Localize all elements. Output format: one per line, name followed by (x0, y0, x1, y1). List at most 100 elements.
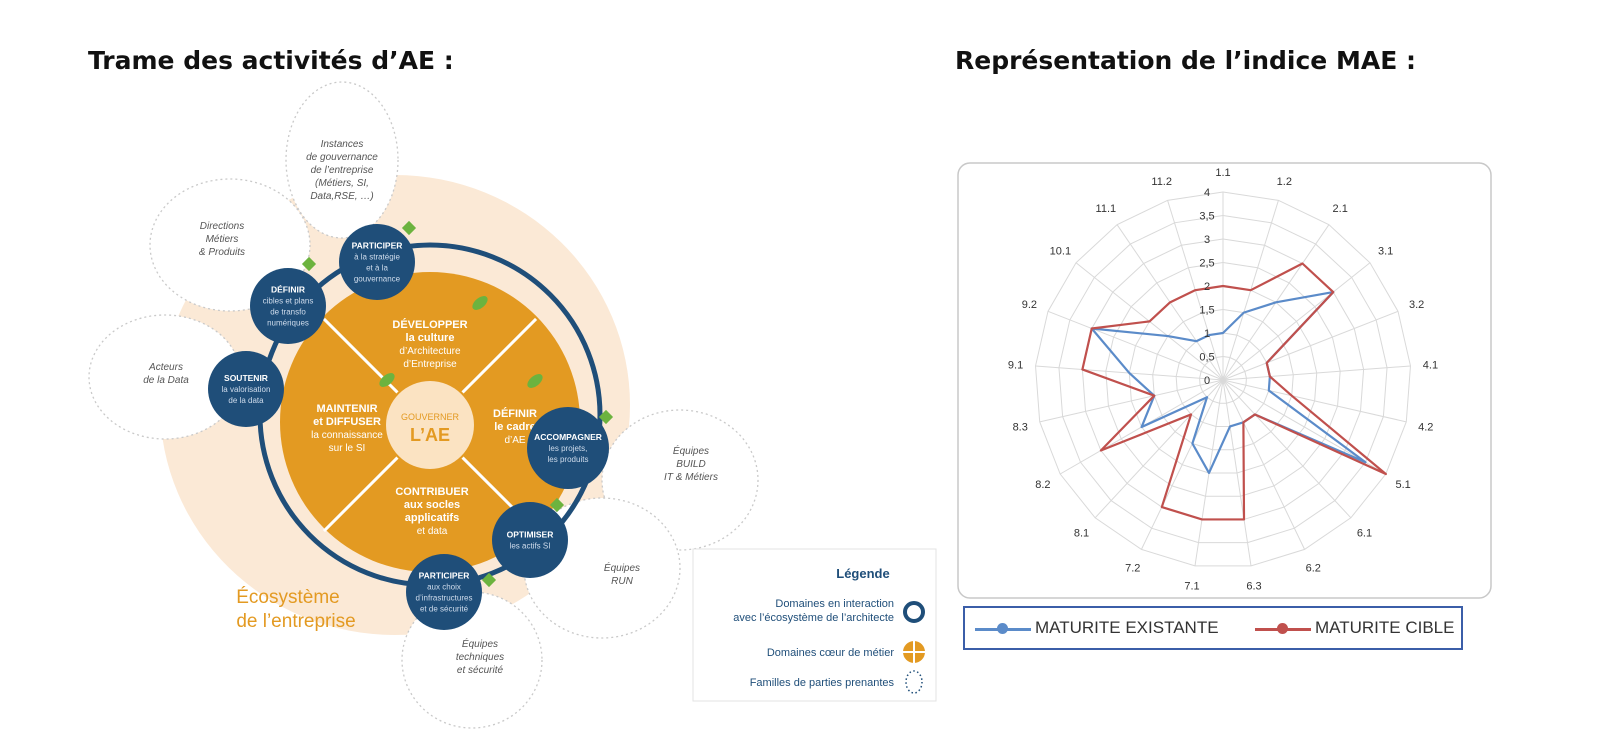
connector-diamond (549, 497, 565, 513)
radar-category-label: 6.3 (1246, 581, 1261, 593)
radar-category-label: 8.2 (1035, 479, 1050, 491)
existing-legend-marker (997, 623, 1008, 634)
radar-category-label: 2.1 (1333, 203, 1348, 215)
radar-spoke (1222, 379, 1407, 423)
radar-spoke (1047, 310, 1224, 381)
radar-category-label: 6.2 (1306, 562, 1321, 574)
stakeholder-label-line: et sécurité (457, 665, 504, 676)
activity-circle (406, 554, 482, 630)
radar-category-label: 4.2 (1418, 421, 1433, 433)
connector-diamond (401, 220, 417, 236)
activity-label-line: gouvernance (354, 275, 401, 284)
diagram-heading: Trame des activités d’AE : (88, 46, 454, 75)
radar-tick-label: 4 (1204, 187, 1210, 199)
activity-label-line: SOUTENIR (224, 373, 268, 383)
activity-label-line: à la stratégie (354, 253, 400, 262)
radar-category-label: 1.2 (1277, 176, 1292, 188)
core-sector-label-line: la culture (406, 332, 455, 344)
activity-label-line: et à la (366, 264, 388, 273)
legend-stakeholder-label: Familles de parties prenantes (750, 677, 895, 689)
core-sector-label-line: aux socles (404, 499, 460, 511)
connector-diamond (481, 572, 497, 588)
stakeholder-label-line: de l’entreprise (311, 165, 374, 176)
stakeholder-label-line: Équipes (604, 561, 640, 574)
stakeholder-label-line: Acteurs (148, 362, 183, 373)
stakeholder-label-line: de la Data (143, 375, 189, 386)
radar-spoke (1222, 379, 1306, 550)
center-label-line2: L’AE (410, 425, 450, 445)
activity-label-line: de transfo (270, 308, 306, 317)
stakeholder-label-line: (Métiers, SI, (315, 178, 369, 189)
activity-circle (208, 351, 284, 427)
activity-circle (339, 224, 415, 300)
radar-tick-label: 0 (1204, 375, 1210, 387)
radar-spoke (1222, 262, 1371, 381)
center-label-line1: GOUVERNER (401, 412, 460, 422)
radar-category-label: 3.1 (1378, 245, 1393, 257)
legend-core-label: Domaines cœur de métier (767, 647, 894, 659)
activity-label-line: les projets, (549, 444, 588, 453)
radar-tick-label: 3,5 (1199, 211, 1214, 223)
core-sector-label-line: CONTRIBUER (395, 486, 468, 498)
radar-category-label: 10.1 (1050, 245, 1071, 257)
stakeholder-label-line: Directions (200, 221, 244, 232)
radar-category-label: 11.2 (1151, 176, 1172, 188)
activity-circle (492, 502, 568, 578)
legend-interaction-line2: avec l’écosystème de l’architecte (733, 612, 894, 624)
stakeholder-label-line: Équipes (462, 637, 498, 650)
stakeholder-label-line: de gouvernance (306, 152, 378, 163)
activity-label-line: PARTICIPER (352, 241, 403, 251)
activity-label-line: aux choix (427, 583, 461, 592)
core-sector-label-line: DÉVELOPPER (392, 318, 467, 331)
ecosystem-label-line2: de l’entreprise (236, 611, 355, 632)
radar-category-label: 5.1 (1395, 479, 1410, 491)
stakeholder-dotted-icon (905, 670, 923, 694)
connector-diamond (301, 256, 317, 272)
activity-circle (527, 407, 609, 489)
radar-spoke (1222, 379, 1252, 566)
stakeholder-label-line: BUILD (676, 459, 705, 470)
target-legend-marker (1277, 623, 1288, 634)
radar-spoke (1222, 379, 1352, 519)
activity-label-line: cibles et plans (263, 297, 314, 306)
connector-diamond (598, 409, 614, 425)
core-sector-label-line: d’AE (504, 435, 525, 446)
legend-interaction-line1: Domaines en interaction (775, 598, 894, 610)
leaf-icon (379, 373, 395, 387)
core-sector-label-line: et data (417, 526, 448, 537)
radar-category-label: 11.1 (1096, 203, 1117, 215)
activity-label-line: numériques (267, 319, 309, 328)
target-maturity-series (1081, 262, 1387, 521)
radar-category-label: 9.1 (1008, 359, 1023, 371)
radar-gridline (1199, 355, 1247, 404)
stakeholder-label-line: RUN (611, 576, 633, 587)
core-divider (461, 317, 538, 394)
radar-category-label: 6.1 (1357, 527, 1372, 539)
radar-category-label: 1.1 (1215, 167, 1230, 179)
radar-spoke (1222, 310, 1399, 381)
radar-gridline (1058, 214, 1388, 544)
activity-label-line: de la data (228, 396, 264, 405)
activity-label-line: PARTICIPER (419, 571, 470, 581)
radar-category-label: 7.1 (1184, 581, 1199, 593)
stakeholder-label-line: Instances (321, 139, 364, 150)
radar-tick-label: 1 (1204, 328, 1210, 340)
activity-label-line: d’infrastructures (416, 594, 473, 603)
core-sector-label-line: applicatifs (405, 512, 459, 524)
radar-spoke (1140, 379, 1224, 550)
stakeholder-label-line: techniques (456, 652, 504, 663)
radar-tick-label: 2,5 (1199, 258, 1214, 270)
radar-category-label: 8.3 (1013, 421, 1028, 433)
core-sector-label-line: MAINTENIR (316, 403, 377, 415)
stakeholder-label-line: Data,RSE, …) (310, 191, 373, 202)
activity-label-line: OPTIMISER (507, 530, 554, 540)
radar-category-label: 8.1 (1074, 527, 1089, 539)
radar-gridline (1175, 332, 1271, 427)
stakeholder-label-line: Équipes (673, 444, 709, 457)
activity-label-line: et de sécurité (420, 605, 469, 614)
radar-category-label: 7.2 (1125, 562, 1140, 574)
core-sector-label-line: DÉFINIR (493, 407, 537, 420)
target-legend-label: MATURITE CIBLE (1315, 618, 1455, 637)
radar-category-label: 4.1 (1423, 359, 1438, 371)
